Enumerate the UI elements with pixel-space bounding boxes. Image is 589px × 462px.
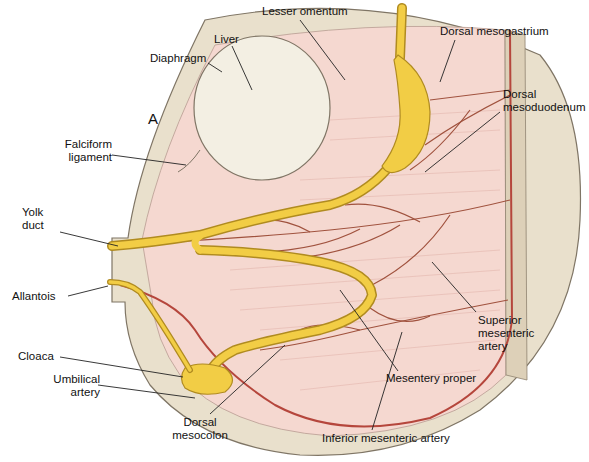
falciform-ligament <box>178 150 200 172</box>
part-label: Superior mesenteric artery <box>478 314 560 353</box>
stomach <box>382 55 430 173</box>
part-label: Allantois <box>12 290 72 303</box>
aorta-umbilical-artery <box>120 30 512 426</box>
body-wall <box>112 8 581 455</box>
part-label: Diaphragm <box>150 52 210 65</box>
part-label: Falciform ligament <box>40 138 112 164</box>
part-label: Dorsal mesogastrium <box>440 25 570 38</box>
part-label: Mesentery proper <box>386 372 506 385</box>
allantois <box>110 282 190 370</box>
part-label: Cloaca <box>18 350 68 363</box>
panel-letter: A <box>148 110 168 127</box>
part-label: Liver <box>214 33 264 46</box>
leader-lines <box>60 20 500 430</box>
liver <box>194 36 330 180</box>
part-label: Yolk duct <box>22 206 62 232</box>
part-label: Dorsal mesoduodenum <box>503 88 585 114</box>
part-label: Inferior mesenteric artery <box>322 432 472 445</box>
part-label: Umbilical artery <box>40 373 100 399</box>
artery-branches <box>150 90 510 350</box>
part-label: Lesser omentum <box>262 5 372 18</box>
part-label: Dorsal mesocolon <box>160 416 240 442</box>
